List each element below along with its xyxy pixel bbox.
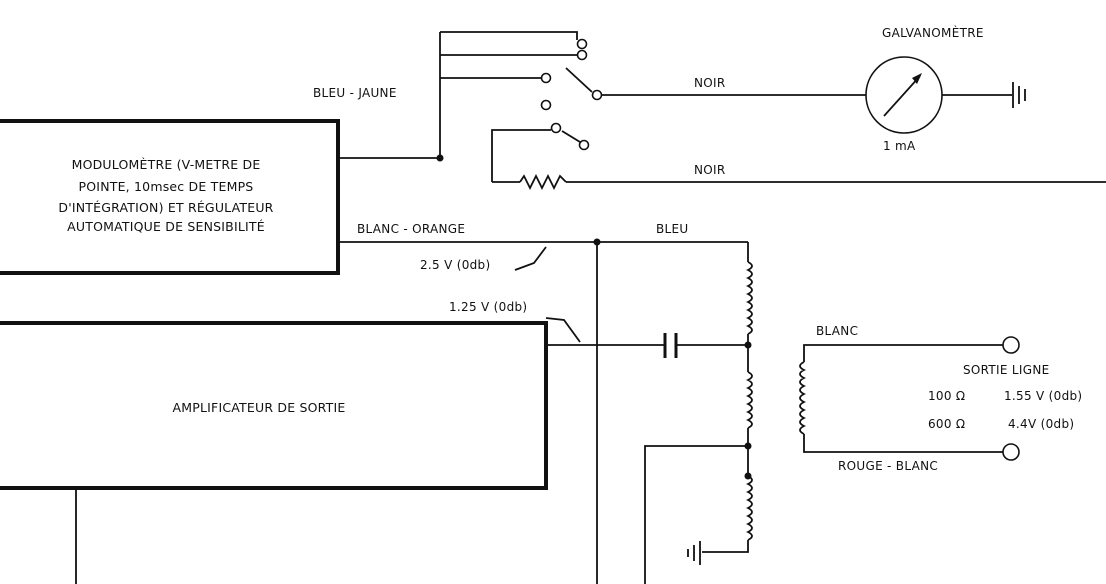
bleu-label: BLEU bbox=[656, 222, 688, 236]
line-out-terminal bbox=[1002, 336, 1020, 354]
level-1-25v-label: 1.25 V (0db) bbox=[449, 300, 527, 314]
switch-contact bbox=[576, 49, 588, 61]
output-bus bbox=[338, 238, 748, 584]
switch-contact bbox=[578, 139, 590, 151]
line-out-terminal bbox=[1002, 443, 1020, 461]
galvanometre-label: GALVANOMÈTRE bbox=[882, 25, 984, 40]
bleu-jaune-label: BLEU - JAUNE bbox=[313, 86, 397, 100]
rouge-blanc-label: ROUGE - BLANC bbox=[838, 459, 938, 473]
series-resistor bbox=[492, 173, 1106, 191]
junction-node bbox=[744, 341, 752, 349]
amplificateur-label: AMPLIFICATEUR DE SORTIE bbox=[173, 400, 346, 415]
switch-contact bbox=[576, 38, 588, 50]
noir-bottom-label: NOIR bbox=[694, 163, 726, 177]
switch-wiper-contact bbox=[591, 89, 603, 101]
modulometre-label-line-4: AUTOMATIQUE DE SENSIBILITÉ bbox=[67, 219, 265, 234]
amplificateur-block: AMPLIFICATEUR DE SORTIE bbox=[0, 321, 548, 490]
range-selector-switch bbox=[338, 31, 603, 182]
noir-top-label: NOIR bbox=[694, 76, 726, 90]
modulometre-label-line-1: MODULOMÈTRE (V-METRE DE bbox=[72, 157, 261, 172]
transformer-primary bbox=[644, 242, 753, 584]
impedance-100-label: 100 Ω bbox=[928, 389, 965, 403]
impedance-600-label: 600 Ω bbox=[928, 417, 965, 431]
switch-contact bbox=[540, 99, 552, 111]
blanc-label: BLANC bbox=[816, 324, 858, 338]
switch-contact bbox=[540, 72, 552, 84]
blanc-orange-label: BLANC - ORANGE bbox=[357, 222, 465, 236]
galvanometre-range-label: 1 mA bbox=[883, 139, 916, 153]
level-2-5v-label: 2.5 V (0db) bbox=[420, 258, 490, 272]
coupling-capacitor bbox=[663, 333, 748, 358]
modulometre-label-line-2: POINTE, 10msec DE TEMPS bbox=[79, 179, 254, 194]
level-4-4v-label: 4.4V (0db) bbox=[1008, 417, 1074, 431]
switch-contact bbox=[550, 122, 562, 134]
level-1-55v-label: 1.55 V (0db) bbox=[1004, 389, 1082, 403]
modulometre-label-line-3: D'INTÉGRATION) ET RÉGULATEUR bbox=[58, 200, 273, 215]
sortie-ligne-label: SORTIE LIGNE bbox=[963, 363, 1049, 377]
transformer-secondary bbox=[799, 336, 1020, 461]
galvanometre-circuit bbox=[602, 56, 1026, 134]
modulometre-block: MODULOMÈTRE (V-METRE DE POINTE, 10msec D… bbox=[0, 119, 340, 275]
